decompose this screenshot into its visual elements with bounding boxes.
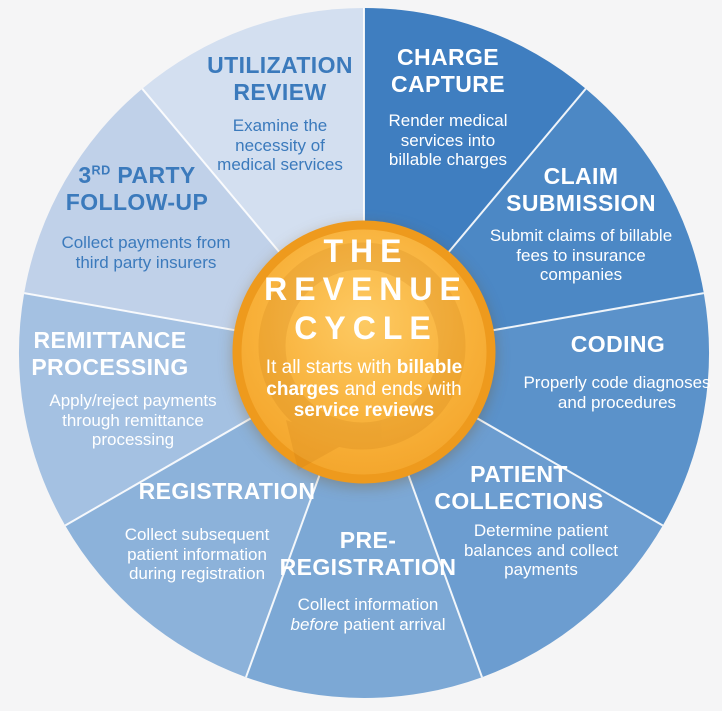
segment-title-charge-capture: CHARGE CAPTURE — [391, 44, 505, 97]
segment-title-registration: REGISTRATION — [138, 478, 316, 504]
segment-title-patient-collections: PATIENT COLLECTIONS — [434, 461, 604, 514]
ordinal-superscript: RD — [91, 163, 111, 178]
segment-desc-remittance-processing: Apply/reject payments through remittance… — [49, 391, 217, 450]
segment-title-remittance-processing: REMITTANCE PROCESSING — [31, 327, 189, 380]
segment-desc-patient-collections: Determine patient balances and collect p… — [463, 521, 619, 580]
segment-desc-pre-registration: Collect information before patient arriv… — [290, 595, 446, 634]
segment-desc-registration: Collect subsequent patient information d… — [124, 525, 270, 584]
segment-desc-third-party-follow-up: Collect payments from third party insure… — [61, 233, 231, 272]
segment-desc-claim-submission: Submit claims of billable fees to insura… — [489, 226, 673, 285]
bold-service-reviews: service reviews — [293, 400, 435, 422]
segment-title-utilization-review: UTILIZATION REVIEW — [207, 52, 353, 105]
italic-before-text: before — [290, 614, 339, 634]
wedge-pre-registration — [246, 353, 482, 699]
segment-desc-utilization-review: Examine the necessity of medical service… — [217, 116, 343, 175]
segment-title-third-party-follow-up: 3RD PARTY FOLLOW-UP — [65, 162, 209, 215]
center-title: THE REVENUE CYCLE — [264, 233, 468, 346]
center-subtitle: It all starts with billable charges and … — [265, 357, 463, 422]
cycle-arrow-watermark-icon — [258, 242, 466, 470]
center-circle — [232, 220, 496, 484]
segment-title-claim-submission: CLAIM SUBMISSION — [506, 163, 656, 216]
segment-desc-coding: Properly code diagnoses and procedures — [523, 373, 711, 412]
segment-desc-charge-capture: Render medical services into billable ch… — [388, 111, 508, 170]
bold-billable-charges: billable charges — [266, 357, 463, 400]
segment-title-pre-registration: PRE-REGISTRATION — [279, 527, 457, 580]
segment-title-coding: CODING — [570, 331, 666, 357]
